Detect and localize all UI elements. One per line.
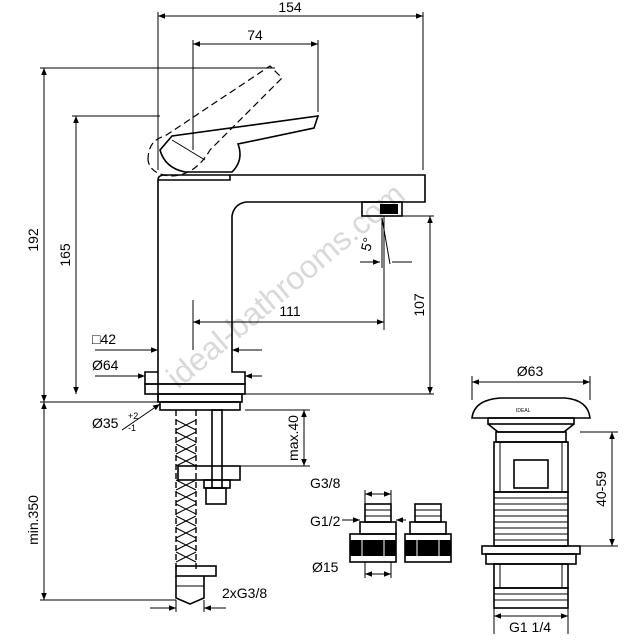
label-5-degree: 5°	[357, 236, 376, 253]
waste-thread	[493, 491, 569, 547]
adapter-left	[349, 503, 397, 563]
label-diameter-63: Ø63	[517, 363, 544, 379]
label-192: 192	[25, 228, 41, 252]
label-107: 107	[411, 293, 427, 317]
dimension-labels: 154 74 192 165 107 111 5° □42 Ø64 Ø35 +2…	[25, 0, 609, 635]
label-154: 154	[278, 0, 302, 15]
waste-fitting: IDEAL	[471, 376, 618, 634]
label-min-350: min.350	[25, 495, 41, 545]
label-diameter-64: Ø64	[92, 357, 119, 373]
label-tol-plus: +2	[128, 411, 138, 421]
tap-dimensions	[40, 12, 434, 612]
watermark-text: ideal-bathrooms.com	[159, 176, 411, 396]
label-111: 111	[279, 303, 300, 319]
label-diameter-15: Ø15	[312, 559, 339, 575]
label-40-59: 40-59	[593, 471, 609, 507]
label-g12: G1/2	[310, 513, 341, 529]
label-g38: G3/8	[310, 475, 341, 491]
label-74: 74	[247, 27, 263, 43]
label-tol-minus: -1	[128, 423, 136, 433]
label-g1-14: G1 1/4	[509, 619, 551, 635]
adapters	[342, 490, 452, 578]
label-diameter-35: Ø35	[92, 415, 119, 431]
adapter-right	[404, 503, 452, 563]
label-2xg38: 2xG3/8	[222, 585, 267, 601]
mounting-kit	[175, 409, 241, 605]
svg-text:IDEAL: IDEAL	[516, 408, 531, 414]
label-165: 165	[57, 243, 73, 267]
label-square-42: □42	[92, 331, 116, 347]
label-max-40: max.40	[285, 415, 301, 461]
tap-body	[144, 65, 426, 411]
